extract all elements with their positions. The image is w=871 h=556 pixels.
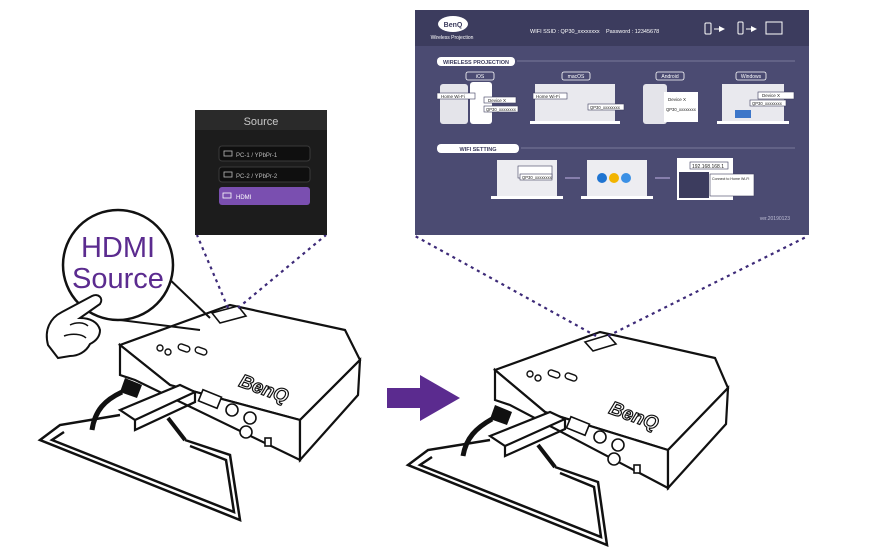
macos-ssid: QP30_xxxxxxxx: [590, 105, 621, 110]
source-item-hdmi[interactable]: HDMI: [219, 187, 310, 205]
hdmi-source-callout: HDMI Source: [45, 208, 211, 360]
pointing-hand-icon: [45, 294, 103, 360]
windows-steps: Device X QP30_xxxxxxxx: [717, 84, 795, 124]
wifi-section-title: WIFI SETTING: [460, 147, 497, 153]
right-projection-lines: [414, 235, 809, 337]
projected-screen: BenQ Wireless Projection WIFI SSID : QP3…: [415, 10, 809, 235]
windows-device: Device X: [762, 93, 780, 98]
ios-device: Device X: [488, 98, 506, 103]
platform-tabs: iOS macOS Android Windows: [465, 71, 767, 81]
windows-badge-icon: [735, 110, 751, 118]
wireless-section-title: WIRELESS PROJECTION: [443, 60, 509, 66]
source-item-pc2-label: PC-2 / YPbPr-2: [236, 174, 278, 180]
ios-home-wifi: Home Wi-Fi: [441, 94, 465, 99]
source-item-pc1-label: PC-1 / YPbPr-1: [236, 153, 278, 159]
benq-logo-icon: [438, 16, 468, 32]
wifi-step-connect: Connect to Home Wi-Fi: [712, 177, 750, 181]
screen-password: Password : 12345678: [606, 29, 659, 35]
platform-macos: macOS: [568, 74, 585, 80]
callout-line1: HDMI: [81, 232, 155, 264]
left-projector: BenQ: [37, 303, 362, 522]
vga-icon: [223, 150, 233, 157]
macos-home-wifi: Home Wi-Fi: [536, 94, 560, 99]
right-projector: BenQ: [405, 330, 730, 547]
wifi-step-ssid: QP30_xxxxxxxx: [522, 175, 553, 180]
screen-version: ver.20190123: [760, 216, 791, 222]
callout-line2: Source: [72, 263, 164, 295]
screen-logo: BenQ: [444, 22, 463, 29]
safari-icon: [621, 173, 631, 183]
wifi-setting-steps: QP30_xxxxxxxx 192.168.168.1 Connect to H…: [491, 158, 755, 200]
platform-windows: Windows: [741, 74, 762, 80]
chrome-icon: [609, 173, 619, 183]
ios-steps: Home Wi-Fi Device X QP30_xxxxxxxx: [436, 82, 519, 124]
connection-flow-icons: [704, 21, 783, 35]
source-item-hdmi-label: HDMI: [236, 195, 252, 201]
platform-android: Android: [661, 74, 678, 80]
android-ssid: QP30_xxxxxxxx: [666, 107, 697, 112]
macos-steps: Home Wi-Fi QP30_xxxxxxxx: [530, 84, 625, 124]
screen-subtitle: Wireless Projection: [431, 35, 474, 41]
browser-icon: [597, 173, 607, 183]
source-menu: Source PC-1 / YPbPr-1 PC-2 / YPbPr-2 HDM…: [195, 110, 327, 235]
vga-icon: [223, 171, 233, 178]
transition-arrow: [387, 375, 460, 421]
source-item-pc1[interactable]: PC-1 / YPbPr-1: [218, 145, 311, 162]
source-item-pc2[interactable]: PC-2 / YPbPr-2: [218, 166, 311, 183]
source-menu-title: Source: [244, 116, 279, 128]
left-projection-lines: [195, 234, 327, 309]
hdmi-icon: [222, 192, 232, 199]
platform-ios: iOS: [476, 74, 485, 80]
wifi-step-ip: 192.168.168.1: [692, 164, 724, 170]
screen-ssid: WIFI SSID : QP30_xxxxxxxx: [530, 29, 600, 35]
android-steps: Device X QP30_xxxxxxxx: [643, 84, 698, 124]
windows-ssid: QP30_xxxxxxxx: [752, 101, 783, 106]
android-device: Device X: [668, 97, 686, 102]
ios-ssid: QP30_xxxxxxxx: [486, 107, 517, 112]
